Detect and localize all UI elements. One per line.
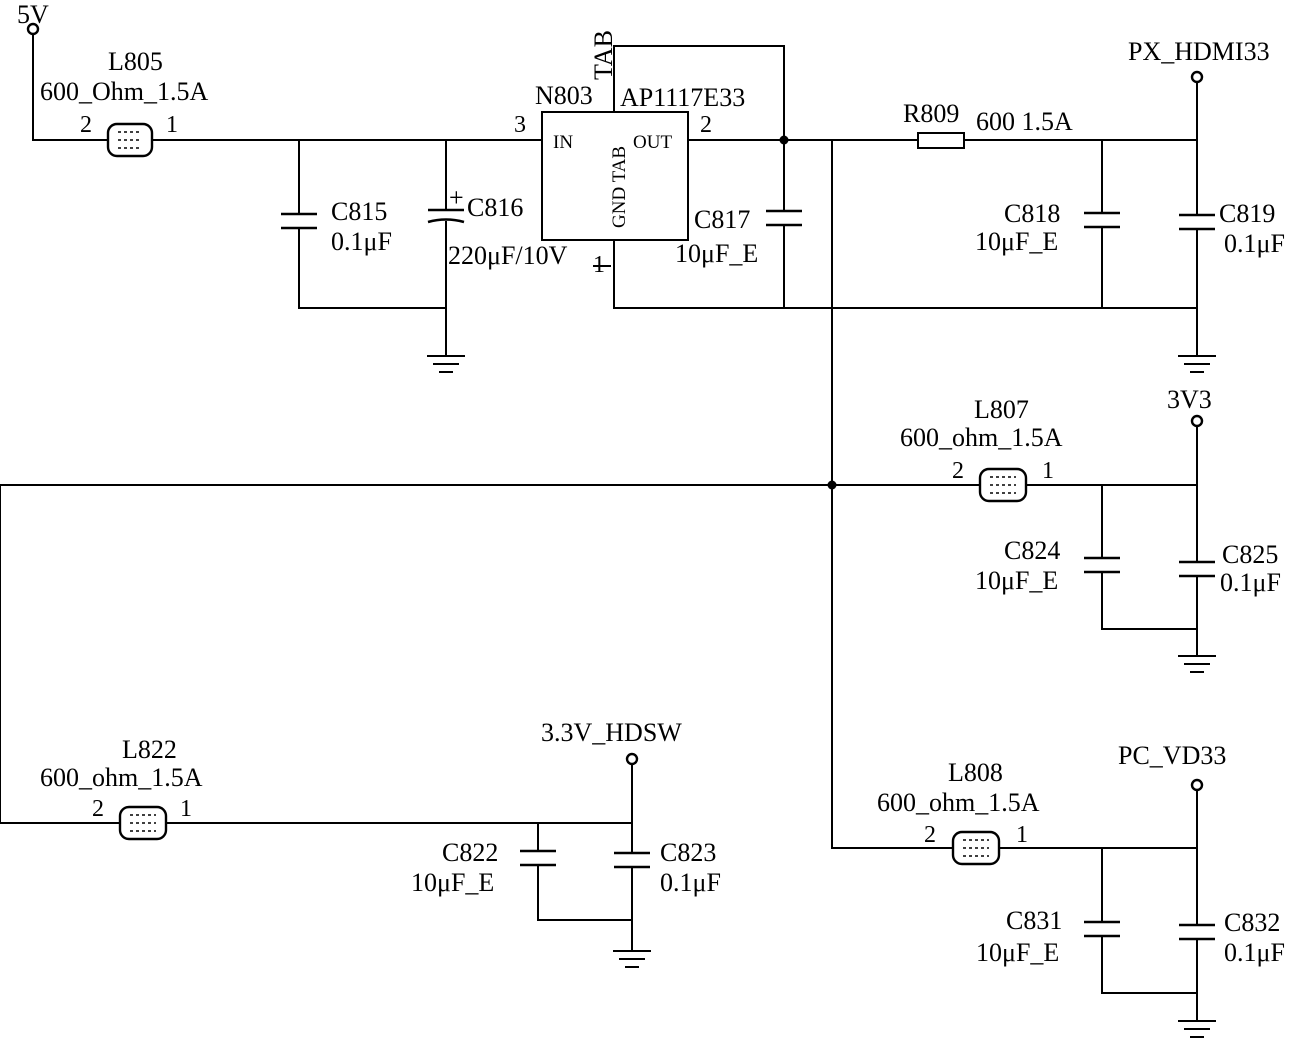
pin2-L808: 2: [924, 822, 936, 848]
ref-C819: C819: [1219, 199, 1275, 228]
value-L808: 600_ohm_1.5A: [877, 788, 1040, 817]
ref-L807: L807: [974, 395, 1029, 424]
ref-C817: C817: [694, 205, 750, 234]
ref-C822: C822: [442, 838, 498, 867]
value-L805: 600_Ohm_1.5A: [40, 77, 209, 106]
value-C816: 220μF/10V: [448, 241, 568, 270]
port-3-3v-hdsw: [625, 752, 639, 766]
ref-C816: C816: [467, 193, 523, 222]
ferrite-bead-L808: [951, 830, 1001, 866]
pin1-L808: 1: [1016, 822, 1028, 848]
polarity-C816: +: [449, 183, 464, 212]
value-C818: 10μF_E: [975, 227, 1058, 256]
regulator-ref: N803: [535, 81, 593, 110]
value-C825: 0.1μF: [1220, 568, 1281, 597]
net-label-px-hdmi33: PX_HDMI33: [1128, 37, 1270, 66]
pin2-L822: 2: [92, 796, 104, 822]
junctions: [779, 135, 837, 490]
ref-C824: C824: [1004, 536, 1060, 565]
regulator-part: AP1117E33: [620, 83, 745, 112]
capacitor-C825: [1179, 560, 1215, 578]
pin1-L805: 1: [166, 112, 178, 138]
ref-C818: C818: [1004, 199, 1060, 228]
resistor-R809: [917, 132, 965, 149]
net-label-3v3: 3V3: [1167, 385, 1212, 414]
regulator-pin-gndtab: GND TAB: [609, 146, 630, 228]
ref-C823: C823: [660, 838, 716, 867]
junction-dot: [779, 135, 789, 145]
net-ports: [26, 22, 1204, 792]
value-C823: 0.1μF: [660, 868, 721, 897]
ground-symbols: [427, 355, 1216, 1038]
capacitor-C818: [1084, 211, 1120, 229]
regulator-body: [541, 111, 689, 241]
regulator-pin-in-num: 3: [514, 112, 526, 138]
value-C831: 10μF_E: [976, 938, 1059, 967]
net-label-pc-vd33: PC_VD33: [1118, 741, 1226, 770]
regulator-pin-out-num: 2: [700, 112, 712, 138]
net-label-3-3v-hdsw: 3.3V_HDSW: [541, 718, 682, 747]
ref-C832: C832: [1224, 908, 1280, 937]
capacitor-C823: [614, 851, 650, 869]
pin2-L805: 2: [80, 112, 92, 138]
value-C817: 10μF_E: [675, 239, 758, 268]
ferrite-bead-L805: [106, 122, 154, 158]
capacitor-C831: [1084, 920, 1120, 938]
ref-L808: L808: [948, 758, 1003, 787]
ref-C815: C815: [331, 197, 387, 226]
junction-dot: [827, 480, 837, 490]
ferrite-bead-L822: [118, 805, 168, 841]
value-C824: 10μF_E: [975, 566, 1058, 595]
value-L822: 600_ohm_1.5A: [40, 763, 203, 792]
capacitor-C832: [1179, 923, 1215, 941]
value-C822: 10μF_E: [411, 868, 494, 897]
port-px-hdmi33: [1190, 70, 1204, 84]
ref-C831: C831: [1006, 906, 1062, 935]
ground-icon: [1178, 355, 1216, 373]
capacitor-C816: [427, 208, 465, 224]
port-pc-vd33: [1190, 778, 1204, 792]
capacitor-C817: [766, 209, 802, 227]
ref-L805: L805: [108, 47, 163, 76]
ground-icon: [427, 355, 465, 373]
value-C819: 0.1μF: [1224, 229, 1285, 258]
pin1-L807: 1: [1042, 458, 1054, 484]
capacitor-C815: [281, 212, 317, 230]
capacitor-C822: [520, 849, 556, 867]
regulator-tab-label: TAB: [589, 30, 618, 80]
capacitor-C824: [1084, 556, 1120, 574]
value-L807: 600_ohm_1.5A: [900, 423, 1063, 452]
value-C815: 0.1μF: [331, 227, 392, 256]
ground-icon: [1178, 1020, 1216, 1038]
capacitor-C819: [1179, 213, 1215, 231]
wires: [0, 33, 1198, 1021]
port-5v: [26, 22, 40, 36]
ground-icon: [1178, 655, 1216, 673]
value-C832: 0.1μF: [1224, 938, 1285, 967]
pin2-L807: 2: [952, 458, 964, 484]
ground-icon: [613, 950, 651, 968]
regulator-pin-out: OUT: [633, 132, 672, 153]
ref-C825: C825: [1222, 540, 1278, 569]
regulator-pin-in: IN: [553, 132, 573, 153]
ref-R809: R809: [903, 99, 959, 128]
ref-L822: L822: [122, 735, 177, 764]
pin1-L822: 1: [180, 796, 192, 822]
ferrite-bead-L807: [978, 467, 1028, 503]
port-3v3: [1190, 414, 1204, 428]
value-R809: 600 1.5A: [976, 107, 1073, 136]
net-label-5v: 5V: [17, 0, 49, 29]
